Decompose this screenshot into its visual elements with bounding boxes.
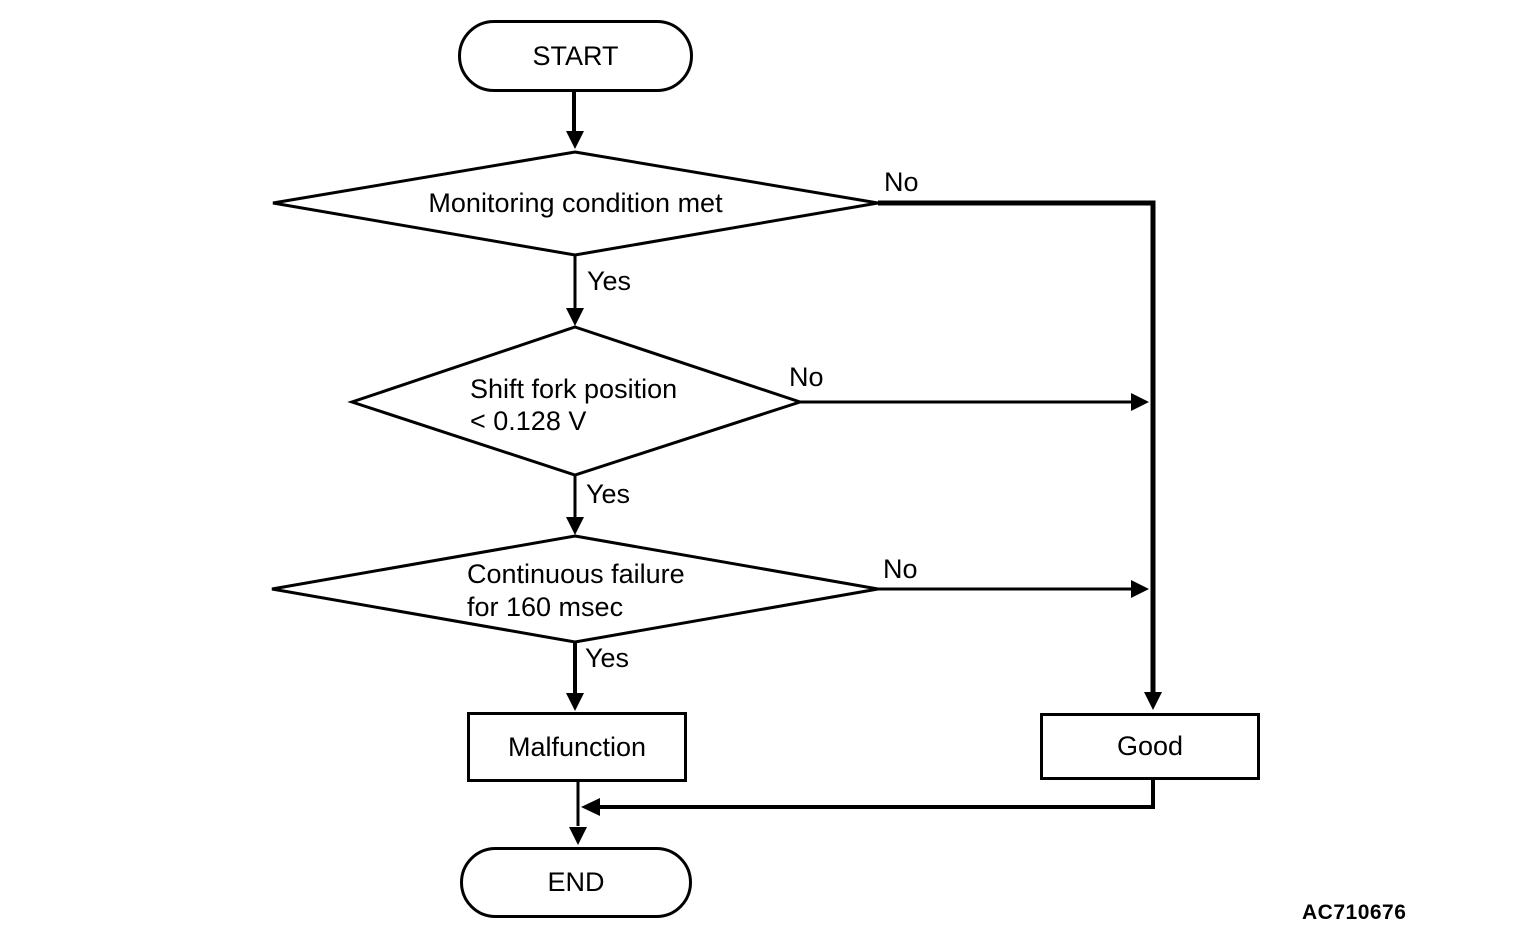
decision3-label: Continuous failure for 160 msec (467, 558, 685, 624)
arrowhead-no-route-to-good (1144, 692, 1162, 710)
edge-label-decision2-no: No (789, 362, 824, 392)
good-node: Good (1040, 713, 1260, 780)
malfunction-node-label: Malfunction (507, 731, 647, 762)
figure-code-label: AC710676 (1302, 901, 1407, 924)
end-node-label: END (547, 867, 605, 897)
end-node: END (460, 847, 692, 918)
decision1-diamond (272, 150, 879, 257)
edge-decision1-no-to-good (878, 200, 1156, 692)
arrowhead-decision1-yes (566, 308, 584, 326)
decision3-label-line2: for 160 msec (467, 592, 624, 622)
arrowhead-decision2-no (1131, 393, 1149, 411)
decision1-label: Monitoring condition met (303, 188, 848, 218)
decision2-diamond (347, 325, 805, 477)
decision3-diamond (271, 534, 879, 644)
arrowhead-good-return (581, 798, 600, 816)
arrowhead-start-to-decision1 (566, 131, 584, 149)
arrowhead-decision3-yes (566, 693, 584, 711)
edge-good-return (600, 780, 1155, 809)
start-node: START (458, 20, 693, 92)
decision2-label-line2: < 0.128 V (470, 406, 587, 436)
edge-label-decision1-no: No (884, 167, 919, 197)
arrowhead-decision2-yes (566, 517, 584, 535)
edge-label-decision1-yes: Yes (587, 266, 632, 296)
good-node-label: Good (1116, 731, 1184, 761)
arrowhead-into-end (569, 827, 587, 845)
start-node-label: START (532, 40, 619, 71)
decision2-label-line1: Shift fork position (470, 374, 678, 404)
decision3-label-line1: Continuous failure (467, 559, 685, 589)
decision1-label-line1: Monitoring condition met (428, 188, 723, 218)
malfunction-node: Malfunction (467, 712, 687, 782)
edge-label-decision2-yes: Yes (586, 479, 631, 509)
decision2-label: Shift fork position < 0.128 V (470, 373, 677, 437)
edge-label-decision3-yes: Yes (585, 643, 630, 673)
arrowhead-decision3-no (1131, 580, 1149, 598)
edge-label-decision3-no: No (883, 554, 918, 584)
